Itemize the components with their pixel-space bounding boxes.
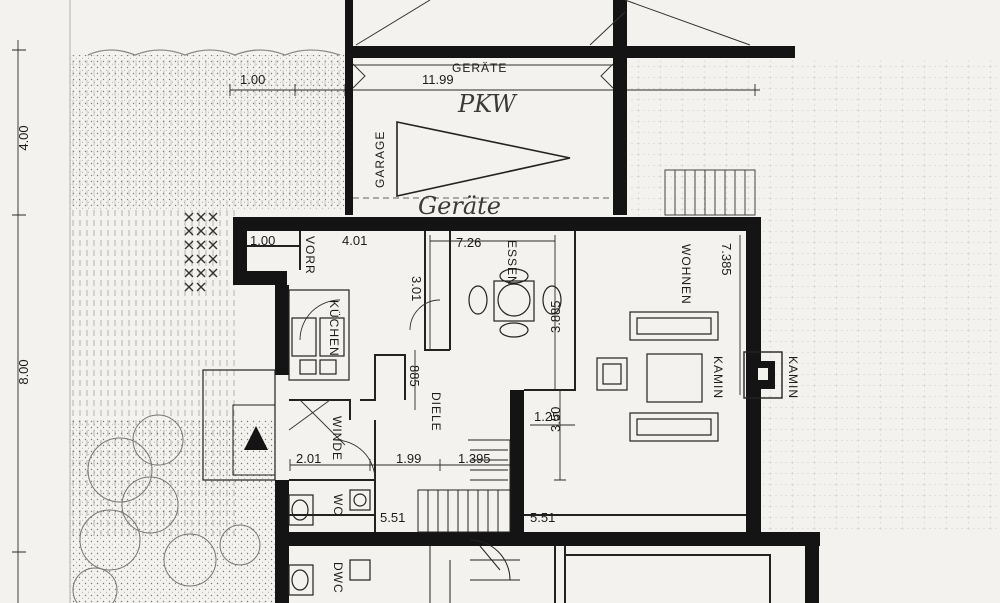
living-furniture [596,311,719,442]
label-geraete-top: GERÄTE [452,61,507,75]
dim-4-01: 4.01 [342,233,367,248]
kitchen-furniture [288,289,350,381]
dim-11-99: 11.99 [422,72,454,87]
plant-crosses [184,212,218,292]
label-geraete-note: Geräte [418,192,501,220]
dim-1-00-top: 1.00 [240,72,265,87]
garden-area [70,49,345,603]
label-kamin-outer: KAMIN [786,356,800,399]
label-vorr: VORR [303,236,317,275]
dim-7-385: 7.385 [719,243,734,276]
garage-door-swing [355,0,751,46]
dim-3-01: 3.01 [409,276,424,301]
dim-3-885: 3.885 [548,300,563,333]
label-diele: DIELE [429,392,443,432]
dim-8-00: 8.00 [16,359,31,384]
label-pkw: PKW [457,90,518,118]
fireplace [743,351,783,399]
label-garage: GARAGE [373,131,387,188]
car-arrow-shape [396,121,571,197]
entrance [202,369,276,481]
dim-4-00: 4.00 [16,125,31,150]
label-wohnen: WOHNEN [679,244,693,305]
dimension-lines [12,0,760,603]
dim-3-50: 3.50 [548,407,563,432]
dim-1-395: 1.395 [458,451,491,466]
door-swings [288,299,441,481]
interior-walls [247,231,771,603]
garage [345,0,795,215]
label-winde: WINDE [330,416,344,461]
dim-7-26: 7.26 [456,235,481,250]
label-wc: WC [331,494,345,516]
dim-885: 885 [407,365,422,387]
dim-5-51-left: 5.51 [380,510,405,525]
tree-shrubs [72,414,261,603]
entrance-arrow-icon [244,426,268,450]
dim-5-51-right: 5.51 [530,510,555,525]
label-kamin-inner: KAMIN [711,356,725,399]
terrace-grid [628,60,1000,530]
terrace-steps [664,169,756,216]
label-kuechen: KÜCHEN [327,300,341,357]
dining-table [468,268,562,338]
plan-labels: GERÄTE PKW GARAGE Geräte VORR KÜCHEN ESS… [16,61,800,594]
dim-2-01: 2.01 [296,451,321,466]
label-essen: ESSEN [505,240,519,286]
dim-1-00-vorr: 1.00 [250,233,275,248]
label-dwc: DWC [331,562,345,594]
staircase [417,439,520,603]
wc-fixtures [288,489,371,596]
dim-1-99: 1.99 [396,451,421,466]
dim-1-25: 1.25 [534,409,559,424]
